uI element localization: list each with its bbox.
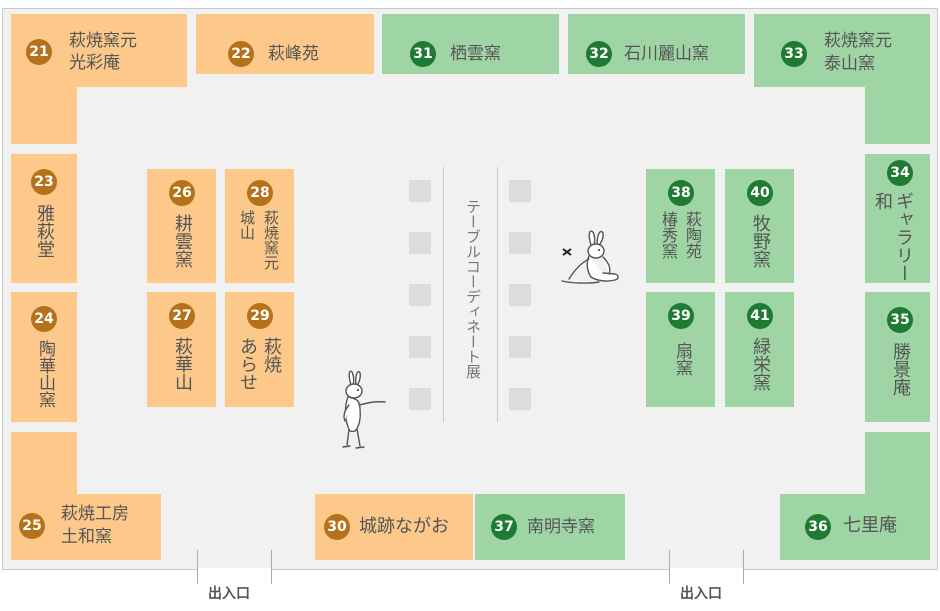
booth-name: 石川麗山窯 (624, 44, 709, 64)
booth-name: 城跡ながお (359, 516, 449, 537)
booth-number-badge: 25 (19, 513, 45, 539)
booth-33[interactable]: 33 萩焼窯元 泰山窯 (754, 14, 930, 87)
booth-28[interactable]: 28 萩焼窯元 城山 (225, 169, 294, 283)
booth-name: 萩焼工房 (61, 504, 129, 524)
booth-name: ギャラリー (893, 192, 914, 282)
booth-name-line2: 城山 (238, 210, 256, 240)
booth-name-line2: 椿秀窯 (659, 211, 678, 259)
booth-36[interactable] (865, 432, 930, 560)
booth-25-wing[interactable]: 25 萩焼工房 土和窯 (19, 494, 161, 560)
booth-name: 七里庵 (843, 515, 897, 536)
booth-number-badge: 31 (410, 41, 436, 67)
booth-22[interactable]: 22 萩峰苑 (196, 14, 374, 74)
display-pedestal (409, 284, 431, 306)
booth-number-badge: 36 (805, 514, 831, 540)
booth-21[interactable]: 21 萩焼窯元 光彩庵 (11, 14, 187, 87)
entrance-marker (197, 550, 198, 584)
booth-name-line2: 土和窯 (61, 527, 112, 547)
booth-30[interactable]: 30 城跡ながお (315, 494, 473, 560)
booth-name: 萩峰苑 (268, 44, 319, 64)
exhibit-divider (497, 167, 498, 422)
booth-name: 耕雲窯 (172, 214, 193, 268)
booth-name: 牧野窯 (750, 214, 771, 268)
exhibition-hall-floor: 21 萩焼窯元 光彩庵 22 萩峰苑 23 雅萩堂 24 陶華山窯 25 萩焼工… (2, 8, 938, 570)
booth-name-line2: 和 (872, 192, 893, 210)
display-pedestal (509, 336, 531, 358)
booth-number-badge: 39 (668, 303, 694, 329)
entrance-gap-left (197, 568, 271, 572)
booth-number-badge: 21 (26, 39, 52, 65)
booth-25[interactable] (11, 432, 77, 560)
rabbit-illustration-reclining (561, 230, 619, 284)
entrance-marker (743, 550, 744, 584)
booth-name: 萩焼窯元 (262, 210, 280, 270)
booth-number-badge: 34 (887, 160, 913, 186)
booth-34[interactable]: 34 ギャラリー 和 (865, 154, 930, 283)
booth-name: 萩陶苑 (683, 211, 702, 259)
entrance-marker (271, 550, 272, 584)
booth-number-badge: 22 (228, 41, 254, 67)
booth-name: 栖雲窯 (450, 44, 501, 64)
booth-number-badge: 38 (668, 180, 694, 206)
booth-name: 勝景庵 (890, 342, 911, 396)
display-pedestal (409, 180, 431, 202)
booth-number-badge: 37 (491, 514, 517, 540)
booth-39[interactable]: 39 扇窯 (646, 292, 715, 407)
booth-name-line2: 泰山窯 (824, 54, 875, 74)
booth-number-badge: 29 (247, 303, 273, 329)
display-pedestal (409, 336, 431, 358)
booth-number-badge: 28 (247, 180, 273, 206)
display-pedestal (409, 388, 431, 410)
table-coordinate-exhibit-label: テーブルコーディネート展 (464, 199, 482, 379)
booth-number-badge: 33 (781, 41, 807, 67)
display-pedestal (509, 284, 531, 306)
booth-36-wing[interactable]: 36 七里庵 (780, 494, 897, 560)
booth-number-badge: 32 (586, 41, 612, 67)
booth-number-badge: 40 (747, 180, 773, 206)
booth-27[interactable]: 27 萩華山 (147, 292, 216, 407)
booth-33-wing[interactable] (865, 87, 930, 144)
booth-number-badge: 35 (887, 307, 913, 333)
display-pedestal (509, 232, 531, 254)
display-pedestal (509, 388, 531, 410)
booth-number-badge: 41 (747, 303, 773, 329)
rabbit-illustration-standing (342, 370, 386, 449)
booth-name: 雅萩堂 (34, 204, 55, 258)
booth-name: 南明寺窯 (527, 517, 595, 537)
entrance-label-left: 出入口 (208, 586, 250, 602)
booth-name: 緑栄窯 (750, 337, 771, 391)
booth-41[interactable]: 41 緑栄窯 (725, 292, 794, 407)
entrance-marker (669, 550, 670, 584)
display-pedestal (409, 232, 431, 254)
booth-40[interactable]: 40 牧野窯 (725, 169, 794, 283)
booth-21-wing[interactable] (11, 87, 77, 144)
booth-name: 萩焼 (261, 337, 282, 373)
booth-26[interactable]: 26 耕雲窯 (147, 169, 216, 283)
booth-name: 萩焼窯元 (824, 31, 892, 51)
booth-number-badge: 30 (324, 514, 350, 540)
booth-name-line2: 光彩庵 (69, 53, 120, 73)
booth-31[interactable]: 31 栖雲窯 (382, 14, 559, 74)
booth-number-badge: 23 (31, 169, 57, 195)
booth-number-badge: 24 (31, 306, 57, 332)
display-pedestal (509, 180, 531, 202)
booth-number-badge: 27 (169, 303, 195, 329)
entrance-label-right: 出入口 (680, 586, 722, 602)
booth-38[interactable]: 38 萩陶苑 椿秀窯 (646, 169, 715, 283)
booth-name: 扇窯 (672, 342, 692, 376)
booth-24[interactable]: 24 陶華山窯 (11, 292, 77, 422)
booth-23[interactable]: 23 雅萩堂 (11, 154, 77, 283)
booth-35[interactable]: 35 勝景庵 (865, 292, 930, 422)
entrance-gap-right (669, 568, 743, 572)
booth-37[interactable]: 37 南明寺窯 (475, 494, 625, 560)
booth-name: 萩華山 (172, 337, 193, 391)
booth-name: 萩焼窯元 (69, 31, 137, 51)
exhibit-divider (443, 167, 444, 422)
booth-name: 陶華山窯 (35, 340, 55, 408)
booth-29[interactable]: 29 萩焼 あらせ (225, 292, 294, 407)
booth-32[interactable]: 32 石川麗山窯 (568, 14, 745, 74)
booth-name-line2: あらせ (237, 337, 258, 391)
booth-number-badge: 26 (169, 180, 195, 206)
